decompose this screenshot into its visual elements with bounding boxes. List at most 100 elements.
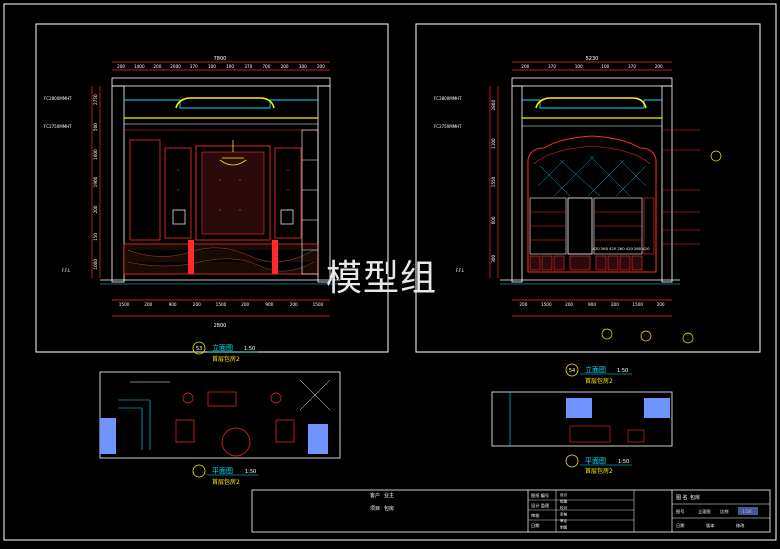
drawing-scale: 1:50 [617, 368, 628, 374]
dimension-label: 200 [144, 302, 152, 307]
drawing-subtitle: 首层包房2 [585, 377, 613, 385]
dimension-label: 200 [657, 302, 665, 307]
title-block-row: 审核 [560, 512, 568, 517]
dimension-label: 200 [519, 302, 527, 307]
title-block-field: 修改 [736, 522, 745, 529]
dimension-label: 1550 [491, 176, 496, 187]
title-block-field: 图号 [676, 509, 684, 515]
dimension-label: 500 [93, 123, 98, 131]
dimension-label: 150 [93, 233, 98, 241]
dimension-label: 100 [208, 64, 216, 69]
dimension-label: 2800 [491, 100, 496, 111]
title-block-field: 立面图 [698, 508, 711, 515]
level-label: FC2800MMHT [434, 96, 462, 101]
dimension-label: 260 [617, 246, 625, 251]
dimension-label: 2750 [93, 94, 98, 105]
drawing-number-bubble [565, 363, 579, 377]
dimension-label: 900 [169, 302, 177, 307]
drawing-number-bubble [192, 341, 206, 355]
dimension-label: 1100 [491, 138, 496, 149]
drawing-number: 53 [196, 346, 202, 352]
dimension-label: 1600 [93, 149, 98, 160]
dimension-label: 2000 [170, 64, 181, 69]
outer-border [3, 3, 777, 541]
dimension-label: 200 [93, 205, 98, 213]
tb-right-label-0: 图 名 [676, 494, 688, 501]
dimension-label: 200 [317, 64, 325, 69]
overall-dim-left: 7800 [214, 56, 227, 62]
dimension-label: 100 [226, 64, 234, 69]
dimension-label: 200 [521, 64, 529, 69]
dimension-label: 260 [634, 246, 642, 251]
dimension-label: 200 [153, 64, 161, 69]
dimension-label: 900 [265, 302, 273, 307]
dimension-label: 200 [117, 64, 125, 69]
title-block-row3: 日期 版本 修改 [676, 522, 745, 529]
drawing-subtitle: 首层包房2 [212, 355, 240, 363]
dimension-label: 100 [601, 64, 609, 69]
project-label: 项目 [370, 506, 380, 512]
tb-right-label-1: 包房 [690, 494, 700, 501]
plan-left: 平面图 1:50 首层包房2 [99, 371, 341, 486]
dimension-label: 1500 [216, 302, 227, 307]
dimension-label: 370 [190, 64, 198, 69]
title-block-field: 版本 [706, 522, 715, 529]
dimension-label: 200 [281, 64, 289, 69]
dimension-label: 200 [241, 302, 249, 307]
dimension-label: 420 [592, 246, 600, 251]
dimension-label: 420 [626, 246, 634, 251]
dimension-label: 420 [609, 246, 617, 251]
title-block-row: 设计 [560, 492, 568, 497]
dimension-label: 200 [655, 64, 663, 69]
dimension-label: 900 [588, 302, 596, 307]
overall-dim-bottom-left: 2800 [214, 323, 227, 329]
dimension-label: 300 [491, 254, 496, 262]
watermark-text: 模型组 [326, 258, 438, 299]
title-block-label: 审核 [531, 512, 540, 519]
dimension-label: 1000 [93, 259, 98, 270]
title-block-label: 图纸 编号 [531, 492, 549, 499]
level-label: FC2750MMHT [434, 124, 462, 129]
client-label: 客户 [370, 492, 380, 499]
dimension-label: 200 [290, 302, 298, 307]
dimension-label: 1500 [119, 302, 130, 307]
level-label: F.F.L [62, 268, 71, 273]
title-block-field: 日期 [676, 523, 684, 529]
client-value: 业主 [384, 492, 394, 499]
dimension-label: 100 [575, 64, 583, 69]
drawing-scale: 1:50 [244, 346, 255, 352]
dimension-label: 200 [565, 302, 573, 307]
drawing-subtitle: 首层包房2 [212, 478, 240, 486]
title-block-label: 日期 [531, 523, 539, 529]
drawing-scale: 1:50 [245, 469, 256, 475]
dimension-label: 370 [628, 64, 636, 69]
overall-dim-right: 5230 [586, 56, 599, 62]
level-label: FC2750MMHT [44, 124, 72, 129]
dimension-label: 600 [491, 216, 496, 224]
drawing-scale: 1:50 [618, 459, 629, 465]
project-value: 包房 [384, 505, 394, 512]
dimension-label: 200 [611, 302, 619, 307]
drawing-frame-right [415, 23, 761, 353]
level-label: F.F.L [456, 268, 465, 273]
dimension-label: 260 [601, 246, 609, 251]
level-labels: FC2800MMHT FC2750MMHT F.F.L [434, 96, 465, 273]
dimension-label: 300 [299, 64, 307, 69]
title-block-label: 设计 监理 [531, 502, 550, 509]
side-dimension-labels: 2800 1100 1550 600 300 [491, 100, 496, 263]
dimension-label: 200 [193, 302, 201, 307]
title-block-row: 审定 [560, 518, 568, 523]
dimension-label: 370 [244, 64, 252, 69]
dimension-label: 420 [642, 246, 650, 251]
title-block-field: 比例 [720, 508, 728, 515]
